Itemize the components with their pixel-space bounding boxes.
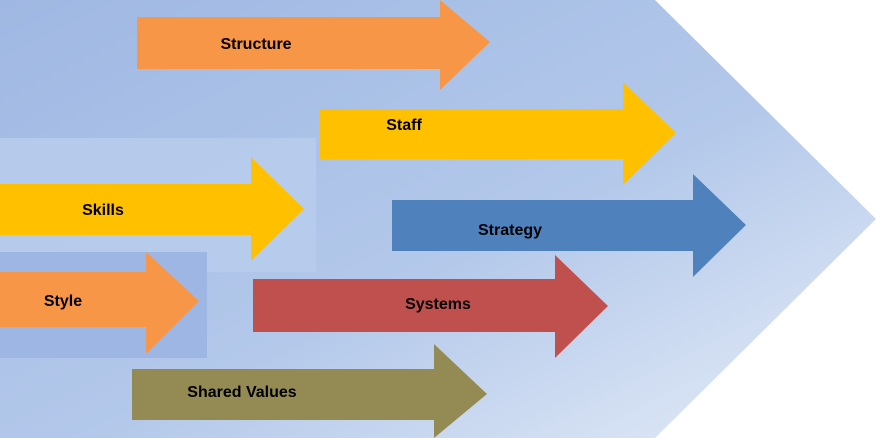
arrow-shared-values-label: Shared Values bbox=[187, 384, 296, 401]
arrow-style-shape bbox=[0, 252, 199, 354]
arrow-style: Style bbox=[0, 252, 199, 354]
arrow-structure-label: Structure bbox=[220, 36, 291, 53]
arrow-shared-values: Shared Values bbox=[132, 344, 487, 438]
arrow-systems-shape bbox=[253, 255, 608, 358]
arrow-staff: Staff bbox=[320, 82, 676, 185]
arrow-skills-label: Skills bbox=[82, 202, 124, 219]
arrow-skills-shape bbox=[0, 157, 304, 261]
arrow-systems: Systems bbox=[253, 255, 608, 358]
arrow-strategy-label: Strategy bbox=[478, 222, 542, 239]
arrow-skills: Skills bbox=[0, 157, 304, 261]
arrow-staff-shape bbox=[320, 82, 676, 185]
arrow-strategy-shape bbox=[392, 174, 746, 277]
arrow-staff-label: Staff bbox=[386, 117, 422, 134]
arrow-systems-label: Systems bbox=[405, 296, 471, 313]
arrow-structure-shape bbox=[137, 0, 490, 90]
arrow-shared-values-shape bbox=[132, 344, 487, 438]
arrow-strategy: Strategy bbox=[392, 174, 746, 277]
arrow-structure: Structure bbox=[137, 0, 490, 90]
arrow-style-label: Style bbox=[44, 293, 82, 310]
